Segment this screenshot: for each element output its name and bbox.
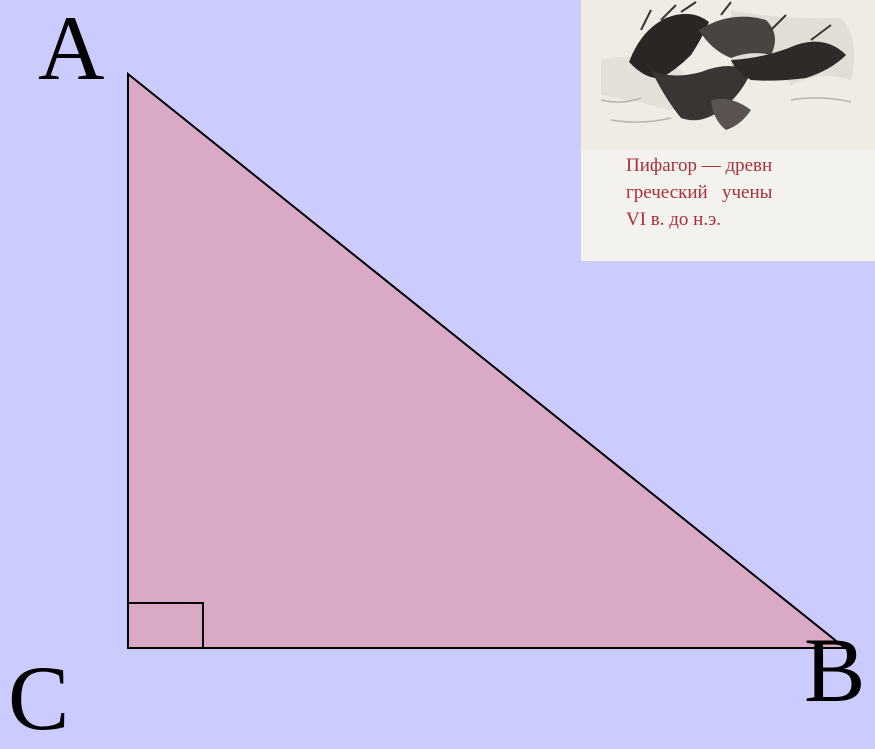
vertex-label-b: B <box>804 619 866 721</box>
inset-caption-line-1: Пифагор — древн <box>626 155 773 176</box>
right-angle-marker <box>128 602 204 648</box>
inset-caption-line-3: VI в. до н.э. <box>626 209 722 230</box>
pythagoras-portrait-image <box>581 0 875 150</box>
triangle-abc <box>127 71 848 649</box>
slide: A B C Пифагор — древн греческий учены VI… <box>8 0 875 744</box>
vertex-label-c: C <box>8 647 70 749</box>
pythagoras-book-inset: Пифагор — древн греческий учены VI в. до… <box>581 0 875 261</box>
vertex-label-a: A <box>38 0 105 99</box>
right-triangle-diagram <box>127 71 848 649</box>
inset-caption-line-2: греческий учены <box>626 182 773 203</box>
